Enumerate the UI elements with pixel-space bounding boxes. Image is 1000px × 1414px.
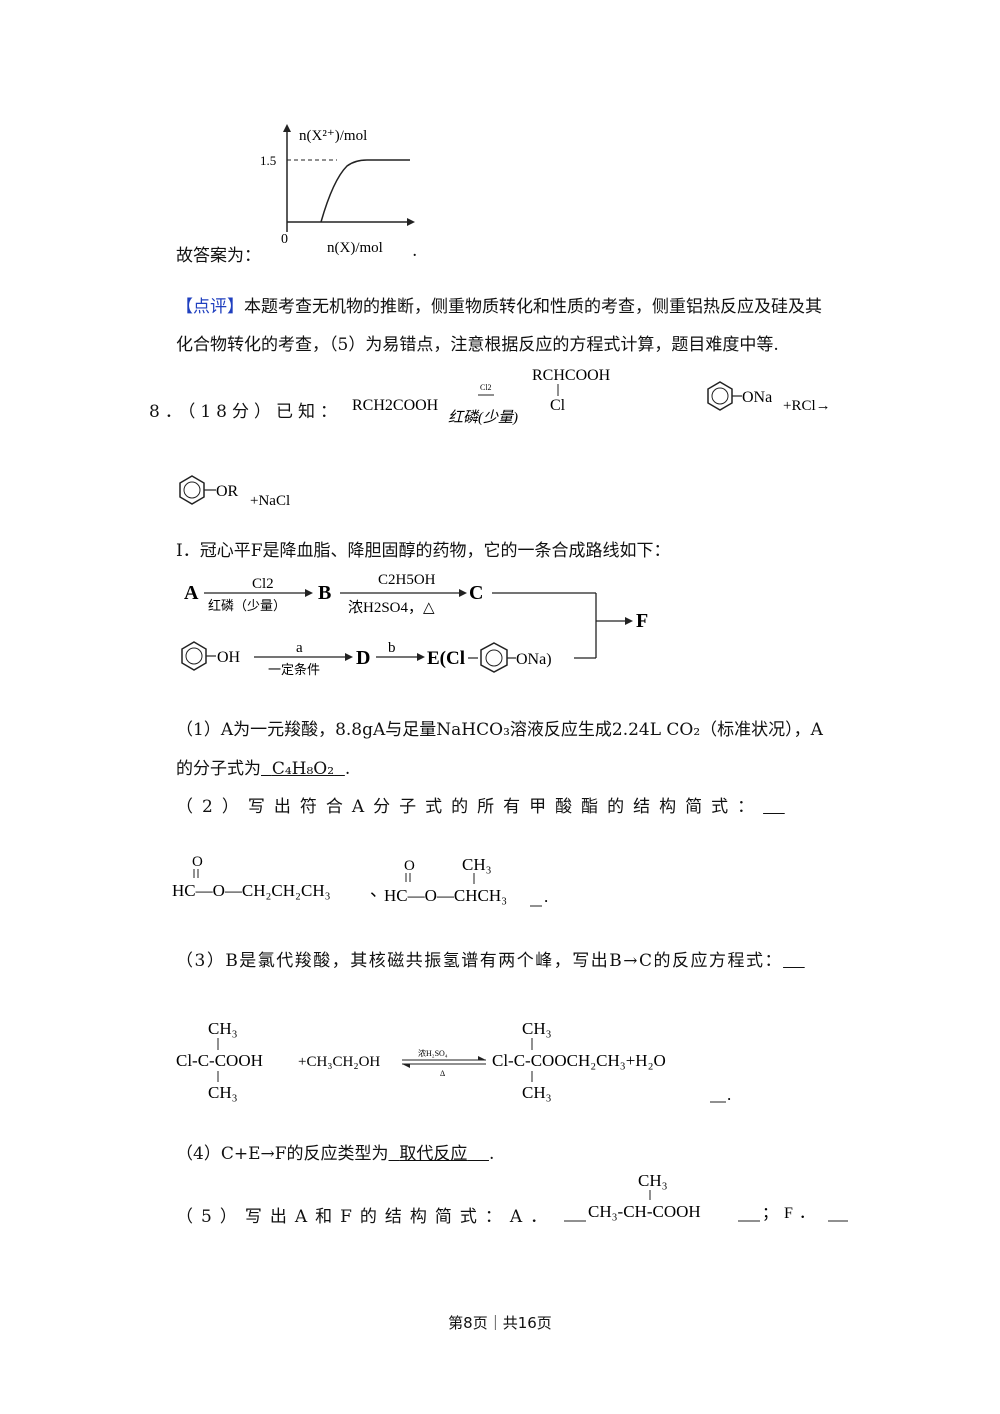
q5-text: （5）写出A和F的结构简式：A． <box>176 1207 556 1227</box>
n-x-graph: n(X²⁺)/mol 1.5 0 n(X)/mol <box>260 124 415 256</box>
svg-text:；F．: ；F． <box>762 1205 821 1222</box>
svg-text:Cl: Cl <box>550 397 566 414</box>
svg-text:一定条件: 一定条件 <box>268 662 320 677</box>
route-F: F <box>636 610 648 632</box>
q1-line2: 的分子式为 C₄H₈O₂ . <box>176 759 351 779</box>
q8-given-product: OR +NaCl <box>179 475 290 509</box>
q4-answer: 取代反应 <box>399 1144 468 1164</box>
svg-text:CH₃: CH₃ <box>638 1171 668 1190</box>
answer-suffix: . <box>412 241 418 261</box>
comment-line2: 化合物转化的考查，（5）为易错点，注意根据反应的方程式计算，题目难度中等. <box>176 335 779 355</box>
svg-text:浓H₂SO₄: 浓H₂SO₄ <box>418 1049 448 1058</box>
svg-text:Δ: Δ <box>440 1069 445 1078</box>
route-B: B <box>318 582 331 604</box>
q1-answer: C₄H₈O₂ <box>271 759 335 779</box>
q3-equation: CH₃ Cl-C-COOH CH₃ +CH₃CH₂OH 浓H₂SO₄ Δ CH₃… <box>176 1019 731 1104</box>
svg-text:+CH₃CH₂OH: +CH₃CH₂OH <box>298 1054 380 1070</box>
a-structure: CH₃-CH-COOH <box>588 1202 701 1221</box>
svg-text:Cl-C-COOH: Cl-C-COOH <box>176 1051 263 1070</box>
q3-text: （3）B是氯代羧酸，其核磁共振氢谱有两个峰，写出B→C的反应方程式： <box>176 951 784 971</box>
svg-text:Cl2: Cl2 <box>252 576 274 592</box>
graph-ylabel: n(X²⁺)/mol <box>299 128 367 144</box>
q8-header: 8．（18分）已知： <box>149 402 342 422</box>
svg-text:Cl-C-COOCH₂CH₃+H₂O: Cl-C-COOCH₂CH₃+H₂O <box>492 1051 666 1070</box>
svg-text:OH: OH <box>217 649 241 666</box>
route-E: E(Cl <box>427 648 465 669</box>
q8-given-reaction: RCH2COOH Cl2 红磷(少量) RCHCOOH Cl ONa +RCl→ <box>352 367 831 426</box>
svg-text:a: a <box>296 640 303 656</box>
svg-text:CH₃: CH₃ <box>522 1019 552 1038</box>
svg-text:.: . <box>727 1085 731 1104</box>
svg-text:红磷(少量): 红磷(少量) <box>448 409 518 426</box>
svg-text:CH₃: CH₃ <box>208 1083 238 1102</box>
svg-text:+NaCl: +NaCl <box>250 493 290 509</box>
svg-text:+RCl→: +RCl→ <box>783 398 831 414</box>
answer-prefix: 故答案为： <box>176 246 261 266</box>
svg-text:CH₃: CH₃ <box>208 1019 238 1038</box>
route-A: A <box>184 582 199 604</box>
svg-text:O: O <box>404 858 415 874</box>
graph-xlabel: n(X)/mol <box>327 240 383 256</box>
ester-2: HC—O—CHCH₃ <box>384 886 507 905</box>
q5-answer-a: CH₃ CH₃-CH-COOH ；F． <box>564 1171 848 1222</box>
svg-text:浓H2SO4，△: 浓H2SO4，△ <box>348 599 435 616</box>
page-footer: 第8页｜共16页 <box>448 1314 552 1332</box>
svg-text:O: O <box>192 854 203 870</box>
svg-text:、: 、 <box>370 881 387 900</box>
svg-text:b: b <box>388 640 396 656</box>
svg-text:ONa): ONa) <box>516 651 552 668</box>
svg-text:OR: OR <box>216 483 239 500</box>
synthesis-route: A Cl2 红磷（少量） B C2H5OH 浓H2SO4，△ C F OH a … <box>181 572 648 677</box>
graph-origin: 0 <box>281 232 288 247</box>
q2-text: （2）写出符合A分子式的所有甲酸酯的结构简式： <box>176 797 764 817</box>
route-C: C <box>469 582 483 604</box>
part1-intro: I．冠心平F是降血脂、降胆固醇的药物，它的一条合成路线如下： <box>176 541 671 561</box>
svg-text:CH₃: CH₃ <box>522 1083 552 1102</box>
comment-line1: 【点评】本题考查无机物的推断，侧重物质转化和性质的考查，侧重铝热反应及硅及其 <box>176 297 822 317</box>
ester-1: HC—O—CH₂CH₂CH₃ <box>172 881 331 900</box>
svg-text:ONa: ONa <box>742 389 772 406</box>
svg-text:RCHCOOH: RCHCOOH <box>532 367 611 384</box>
svg-text:C2H5OH: C2H5OH <box>378 572 436 588</box>
route-D: D <box>356 647 370 669</box>
comment-tag: 【点评】 <box>176 297 244 317</box>
svg-text:Cl2: Cl2 <box>480 383 492 392</box>
svg-text:CH₃: CH₃ <box>462 855 492 874</box>
svg-text:RCH2COOH: RCH2COOH <box>352 397 439 414</box>
graph-ytick: 1.5 <box>260 153 276 168</box>
svg-text:.: . <box>544 887 548 906</box>
q2-esters: O HC—O—CH₂CH₂CH₃ 、 O CH₃ HC—O—CHCH₃ . <box>172 854 548 907</box>
svg-text:红磷（少量）: 红磷（少量） <box>208 598 286 613</box>
q1-line1: （1）A为一元羧酸，8.8gA与足量NaHCO₃溶液反应生成2.24L CO₂（… <box>176 720 823 740</box>
q4-text: （4）C+E→F的反应类型为 取代反应 . <box>176 1144 495 1164</box>
